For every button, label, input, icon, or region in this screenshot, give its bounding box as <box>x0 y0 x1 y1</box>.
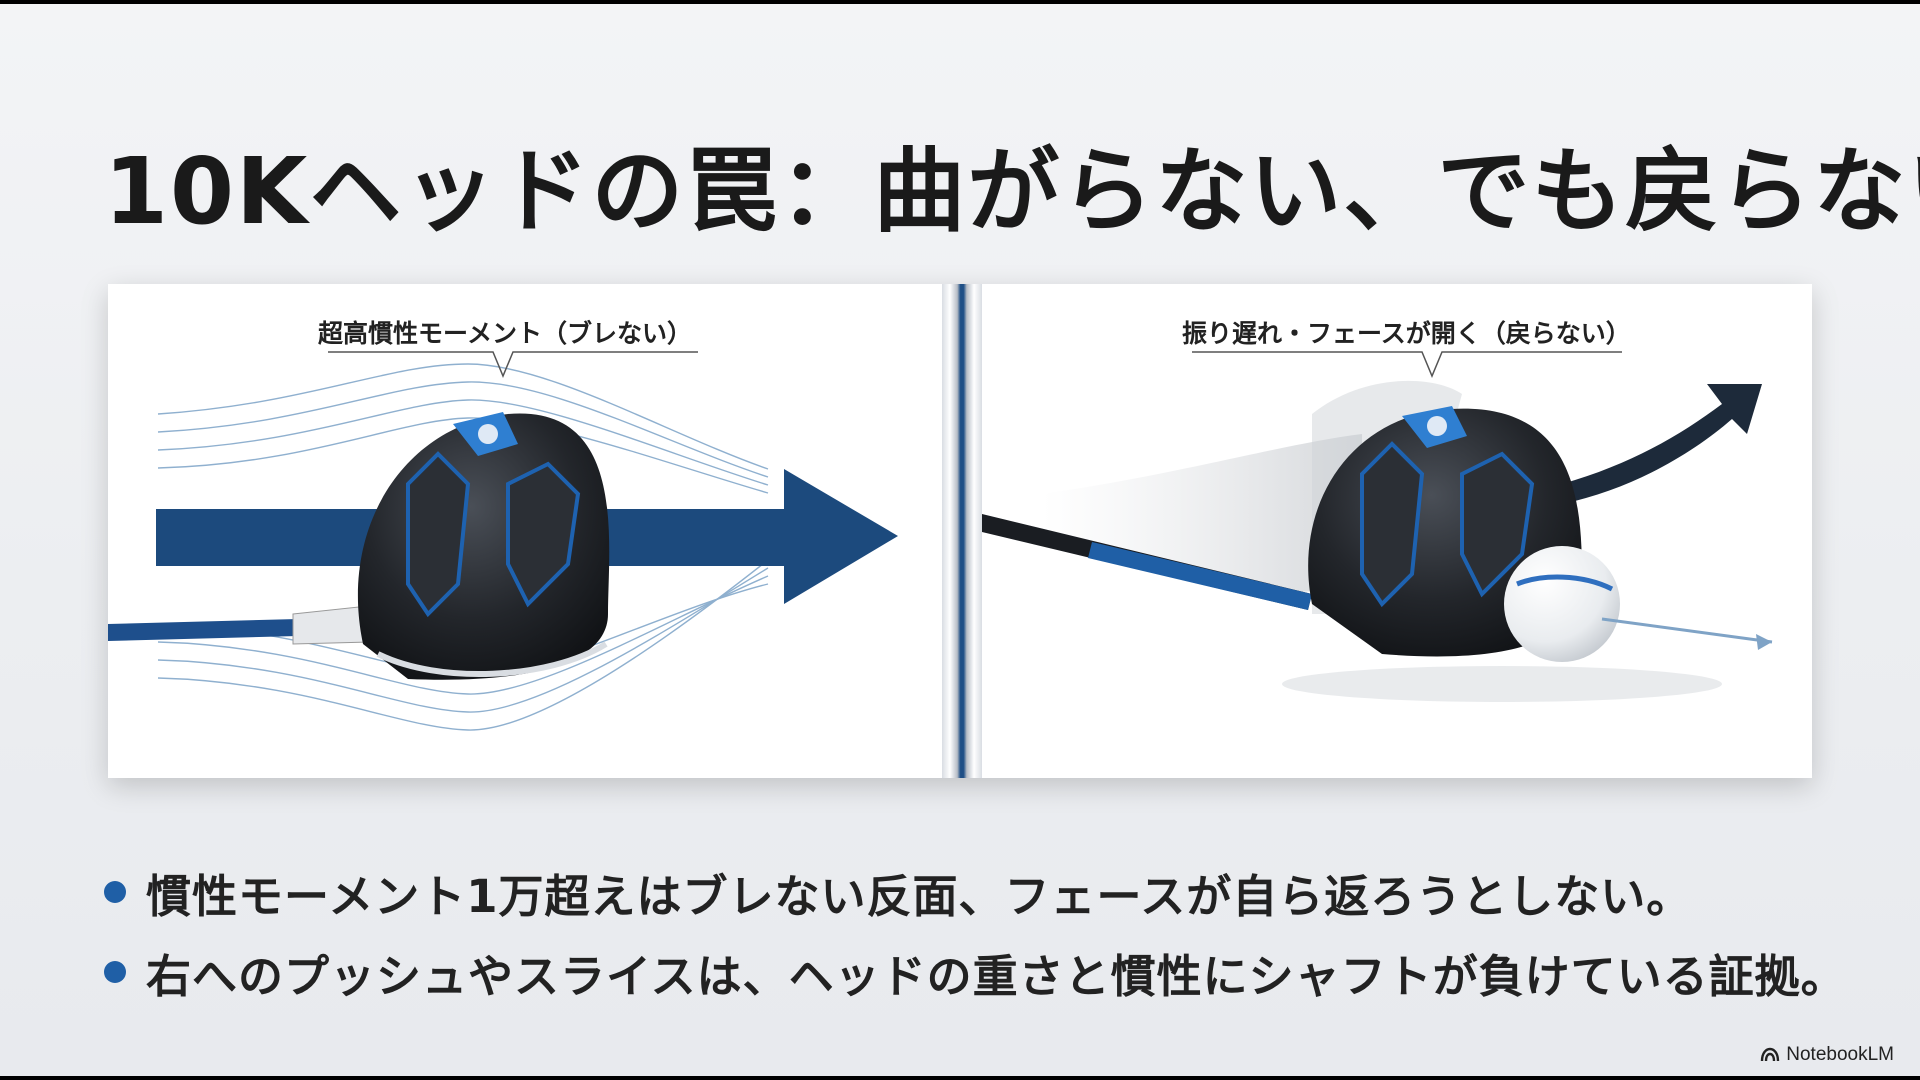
illustration-panels: 超高慣性モーメント（ブレない） <box>108 284 1812 778</box>
caption-pointer <box>1192 351 1622 378</box>
bullet-dot-icon <box>104 961 126 983</box>
caption-left: 超高慣性モーメント（ブレない） <box>318 319 693 348</box>
brand-watermark: NotebookLM <box>1760 1044 1894 1066</box>
bullet-dot-icon <box>104 881 126 903</box>
driver-late-illustration <box>982 380 1773 702</box>
notebooklm-logo-icon <box>1761 1047 1780 1062</box>
curve-arrow-icon <box>1562 384 1762 504</box>
driver-stable-illustration <box>108 363 898 731</box>
brand-name: NotebookLM <box>1786 1044 1894 1065</box>
bullet-list: 慣性モーメント1万超えはブレない反面、フェースが自ら返ろうとしない。 右へのプッ… <box>104 852 1846 1012</box>
golf-ball-icon <box>1504 546 1620 662</box>
panel-right: 振り遅れ・フェースが開く（戻らない） <box>982 284 1812 778</box>
bullet-text: 慣性モーメント1万超えはブレない反面、フェースが自ら返ろうとしない。 <box>146 869 1693 923</box>
panel-divider <box>942 284 982 778</box>
bullet-text: 右へのプッシュやスライスは、ヘッドの重さと慣性にシャフトが負けている証拠。 <box>146 949 1847 1003</box>
bullet-item: 右へのプッシュやスライスは、ヘッドの重さと慣性にシャフトが負けている証拠。 <box>104 932 1846 1012</box>
slide-title: 10Kヘッドの罠：曲がらない、でも戻らない <box>104 138 1920 245</box>
panel-left: 超高慣性モーメント（ブレない） <box>108 284 942 778</box>
bullet-item: 慣性モーメント1万超えはブレない反面、フェースが自ら返ろうとしない。 <box>104 852 1824 932</box>
slide: 10Kヘッドの罠：曲がらない、でも戻らない <box>0 4 1920 1076</box>
caption-right: 振り遅れ・フェースが開く（戻らない） <box>1182 319 1631 348</box>
caption-pointer <box>328 351 698 378</box>
